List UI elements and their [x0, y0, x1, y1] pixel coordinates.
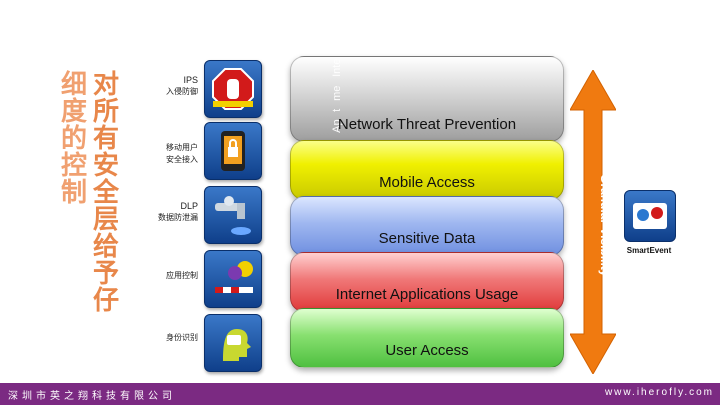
title-column-1: 细 度 的 控 制: [58, 72, 90, 207]
ips-label: IPS 入侵防御: [108, 74, 198, 98]
ips-row: IPS 入侵防御: [140, 60, 262, 118]
footer-bar: 深圳市英之翔科技有限公司 www.iherofly.com: [0, 383, 720, 405]
dlp-label-en: DLP: [180, 201, 198, 211]
stop-hand-icon[interactable]: [204, 60, 262, 118]
layer-user-access[interactable]: User Access: [290, 308, 564, 368]
title-char: 所: [92, 97, 119, 127]
faucet-leak-icon[interactable]: [204, 186, 262, 244]
title-char: 细: [60, 70, 87, 100]
title-char: 予: [92, 259, 119, 289]
smartevent-label: SmartEvent: [626, 246, 672, 255]
title-char: 全: [92, 178, 119, 208]
granular-visibility-label: Granular Visibility: [598, 173, 612, 277]
dlp-row: DLP 数据防泄漏: [140, 186, 262, 244]
layer-label: Mobile Access: [379, 174, 475, 191]
app-control-label: 应用控制: [108, 270, 198, 282]
title-char: 度: [60, 97, 87, 127]
identity-label: 身份识别: [108, 332, 198, 344]
ips-label-en: IPS: [183, 75, 198, 85]
identity-row: 身份识别: [140, 314, 262, 372]
dlp-label-cn: 数据防泄漏: [158, 213, 198, 222]
title-char: 有: [92, 124, 119, 154]
layer-label: Network Threat Prevention: [337, 116, 517, 133]
mobile-label-cn-2: 安全接入: [166, 155, 198, 164]
company-name: 深圳市英之翔科技有限公司: [8, 391, 176, 402]
smartevent-gauge-icon[interactable]: [624, 190, 676, 242]
layer-sensitive-data[interactable]: Sensitive Data: [290, 196, 564, 256]
title-char: 层: [92, 205, 119, 235]
identity-label-cn: 身份识别: [166, 333, 198, 342]
dlp-label: DLP 数据防泄漏: [108, 200, 198, 224]
website-link[interactable]: www.iherofly.com: [604, 387, 714, 398]
id-head-icon[interactable]: [204, 314, 262, 372]
mobile-lock-icon[interactable]: [204, 122, 262, 180]
ips-label-cn: 入侵防御: [166, 87, 198, 96]
app-control-row: 应用控制: [140, 250, 262, 308]
layer-label: Sensitive Data: [378, 230, 476, 247]
layer-label: Internet Applications Usage: [335, 286, 519, 303]
layer-internet-applications-usage[interactable]: Internet Applications Usage: [290, 252, 564, 312]
title-char: 安: [92, 151, 119, 181]
mobile-access-row: 移动用户 安全接入: [140, 122, 262, 180]
title-char: 仔: [92, 286, 119, 316]
mobile-label: 移动用户 安全接入: [108, 142, 198, 166]
double-arrow-icon: [570, 70, 616, 374]
chat-barrier-icon[interactable]: [204, 250, 262, 308]
layer-label: User Access: [385, 342, 469, 359]
layer-mobile-access[interactable]: Mobile Access: [290, 140, 564, 200]
title-char: 的: [60, 124, 87, 154]
app-control-label-cn: 应用控制: [166, 271, 198, 280]
title-char: 控: [60, 151, 87, 181]
title-char: 对: [92, 70, 119, 100]
title-column-2: 对 所 有 安 全 层 给 予 仔: [90, 72, 122, 315]
mobile-label-cn-1: 移动用户: [166, 143, 198, 152]
title-char: 给: [92, 232, 119, 262]
title-char: 制: [60, 178, 87, 208]
